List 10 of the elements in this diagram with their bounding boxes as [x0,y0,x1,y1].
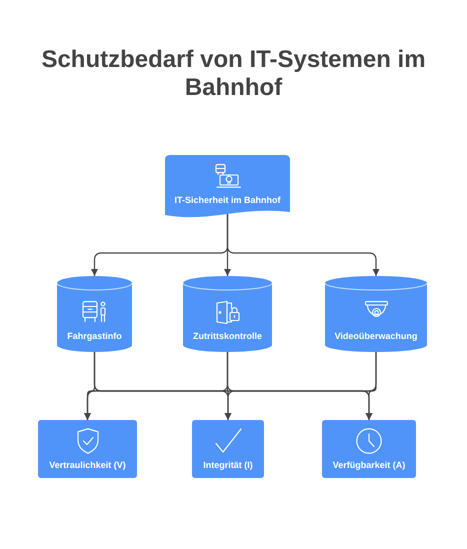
node-label: Integrität (I) [202,460,254,471]
node-label: Vertraulichkeit (V) [48,460,127,471]
node-label: Verfügbarkeit (A) [332,460,406,471]
title: Schutzbedarf von IT-Systemen im Bahnhof [40,46,427,102]
node-label: Fahrgastinfo [66,331,123,342]
arrow [366,352,377,420]
node-label: Zutrittskontrolle [192,331,263,342]
arrow [226,214,380,276]
node-label: Videoüberwachung [334,331,418,342]
node-label: IT-Sicherheit im Bahnhof [173,195,282,206]
